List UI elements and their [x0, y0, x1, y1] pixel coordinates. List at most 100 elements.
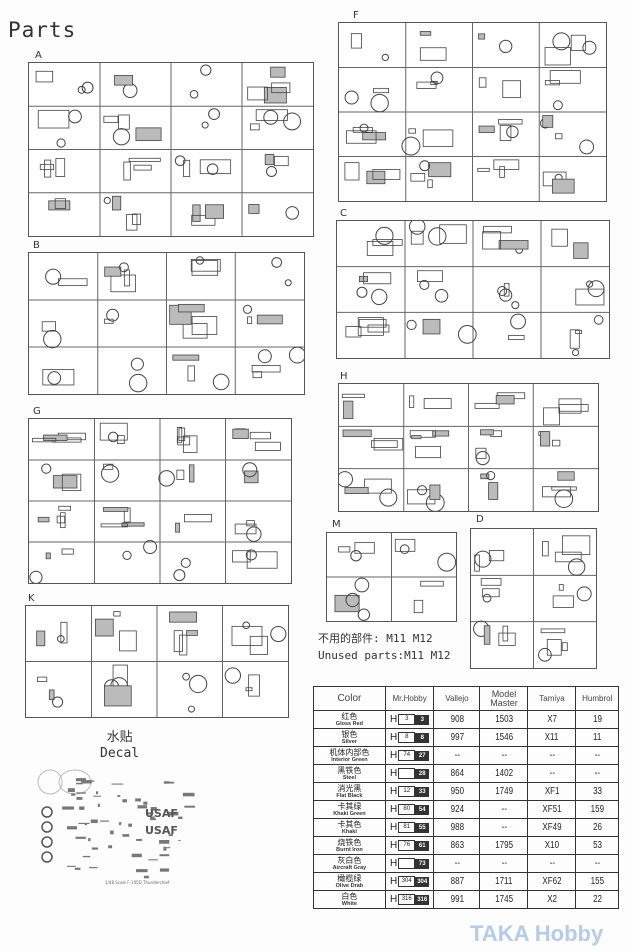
- tamiya-value: --: [549, 768, 555, 779]
- part: [52, 696, 64, 708]
- tamiya-code: X10: [527, 836, 577, 855]
- sprue-f: [338, 22, 607, 202]
- part: [419, 279, 430, 290]
- part: [132, 213, 142, 225]
- hobby-code-b: 27: [415, 750, 430, 761]
- part: [354, 542, 375, 554]
- part: [350, 33, 362, 49]
- part: [401, 136, 421, 156]
- sprue-c: [336, 220, 610, 359]
- part: [187, 365, 195, 382]
- part: [375, 226, 394, 245]
- sprue-k: [25, 605, 289, 718]
- part: [56, 138, 66, 148]
- part: [130, 357, 144, 371]
- part: [232, 550, 251, 563]
- part: [116, 435, 125, 444]
- decal-mark: [159, 840, 170, 844]
- humbrol-code: 22: [575, 890, 619, 909]
- part: [206, 163, 219, 175]
- decal-mark: [67, 788, 75, 793]
- hobby-code-a: 304: [398, 876, 416, 887]
- sprue-b: [28, 252, 305, 395]
- hobby-prefix: H: [390, 786, 398, 797]
- mm-value: 1745: [495, 894, 513, 905]
- part: [104, 266, 122, 277]
- mm-code: 1711: [479, 872, 529, 891]
- part: [200, 64, 212, 76]
- part: [242, 621, 251, 630]
- hobby-code-a: 76: [398, 840, 416, 851]
- part: [422, 318, 441, 335]
- part: [499, 166, 505, 178]
- sprue-label-h: H: [340, 371, 348, 382]
- vallejo-value: 924: [450, 804, 464, 815]
- decal-mark: [159, 854, 170, 857]
- part: [493, 159, 520, 170]
- part: [362, 132, 386, 141]
- decal-mark: [150, 818, 156, 821]
- col-color: Color: [313, 686, 386, 711]
- part: [41, 463, 52, 474]
- part: [551, 228, 568, 247]
- decal-mark: [67, 865, 76, 867]
- decal-mark: [143, 875, 149, 879]
- vallejo-code: 991: [433, 890, 481, 909]
- part: [112, 664, 128, 688]
- part: [381, 53, 390, 62]
- part: [483, 225, 512, 234]
- mm-code: 1503: [479, 710, 529, 729]
- part: [176, 469, 185, 480]
- decal-mark: [78, 822, 90, 824]
- decal-mark: [128, 823, 133, 827]
- part: [364, 478, 392, 494]
- decal-caption: 1/48 Scale F-105D Thunderchief: [105, 880, 170, 885]
- part: [266, 165, 278, 177]
- part: [429, 484, 441, 500]
- tamiya-value: --: [549, 750, 555, 761]
- part: [542, 486, 571, 498]
- part: [373, 87, 389, 94]
- tamiya-code: XF1: [527, 782, 577, 801]
- decal-mark: [182, 792, 195, 797]
- part: [158, 470, 175, 487]
- part: [371, 288, 388, 306]
- part: [558, 398, 582, 414]
- part: [285, 206, 300, 220]
- part: [419, 160, 431, 172]
- part: [57, 635, 65, 643]
- part: [178, 303, 205, 313]
- part: [37, 109, 70, 129]
- part: [208, 108, 220, 121]
- hobby-code-a: 316: [398, 894, 416, 905]
- decal-title-en: Decal: [100, 746, 140, 761]
- part: [189, 674, 208, 694]
- part: [180, 557, 191, 568]
- decal-mark: [166, 811, 179, 816]
- decal-mark: [150, 807, 157, 811]
- part: [408, 221, 426, 235]
- part: [357, 317, 384, 336]
- decal-sheet: USAF USAF 1/48 Scale F-105D Thunderchief: [35, 767, 196, 895]
- decal-mark: [62, 806, 75, 810]
- mm-code: 1546: [479, 728, 529, 747]
- part: [43, 329, 62, 349]
- vallejo-code: 988: [433, 818, 481, 837]
- vallejo-value: 864: [450, 768, 464, 779]
- part: [191, 260, 219, 276]
- part: [175, 522, 181, 533]
- part: [356, 286, 368, 298]
- part: [339, 471, 353, 488]
- part: [231, 625, 263, 646]
- part: [420, 580, 444, 587]
- part: [543, 407, 561, 426]
- part: [419, 31, 432, 36]
